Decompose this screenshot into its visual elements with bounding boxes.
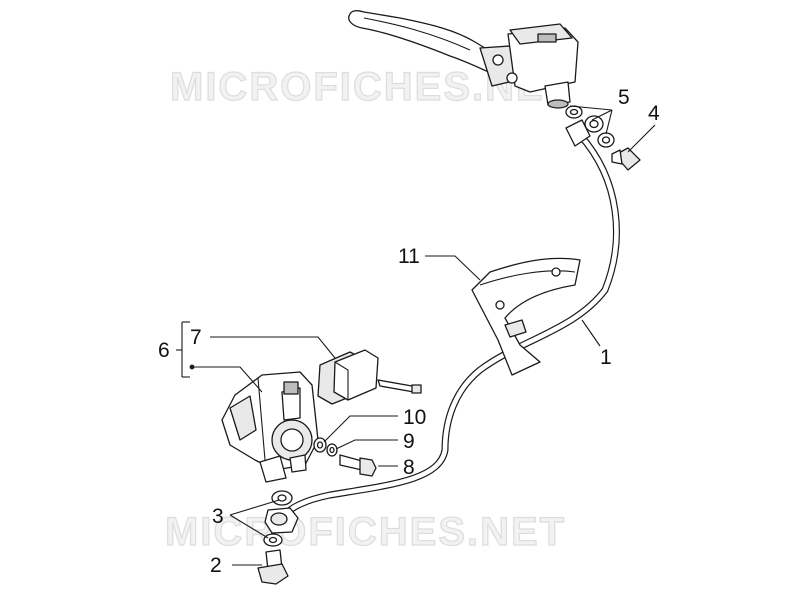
callout-1: 1 (600, 346, 612, 369)
upper-banjo-bolt (611, 147, 641, 171)
hose-bracket (471, 257, 581, 376)
callout-2: 2 (210, 554, 222, 577)
callout-5: 5 (618, 86, 630, 109)
callout-4: 4 (648, 102, 660, 125)
callout-10: 10 (403, 406, 426, 429)
lower-banjo-bolt (257, 549, 289, 585)
caliper-bolt (339, 454, 377, 477)
lower-banjo-fitting (264, 507, 299, 534)
master-cylinder (348, 10, 579, 109)
callout-8: 8 (403, 456, 415, 479)
leader-lines (176, 105, 656, 566)
brake-hose (281, 131, 620, 519)
watermark-bottom: MICROFICHES.NET (165, 510, 566, 554)
callout-3: 3 (212, 505, 224, 528)
lower-washers (263, 490, 293, 547)
callout-6: 6 (158, 339, 170, 362)
callout-7: 7 (190, 326, 202, 349)
callout-11: 11 (398, 245, 420, 268)
callout-labels: 1 2 3 4 5 6 7 8 9 10 11 (158, 86, 660, 577)
pad-pin (377, 379, 422, 394)
caliper-washers (313, 437, 338, 457)
callout-9: 9 (403, 430, 415, 453)
upper-banjo-fitting (565, 119, 591, 147)
brake-caliper (221, 371, 319, 483)
brake-pads (317, 349, 379, 405)
